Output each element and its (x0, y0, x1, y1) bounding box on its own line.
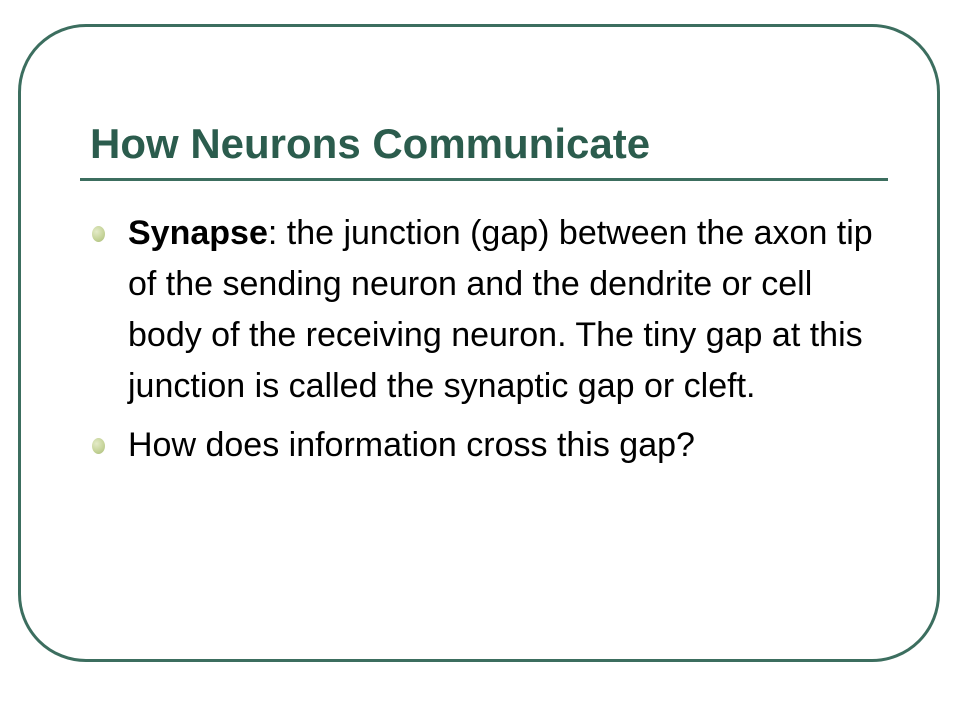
bullet-term: Synapse (128, 214, 268, 252)
bullet-text: : the junction (gap) between the axon ti… (128, 214, 873, 405)
bullet-list: Synapse: the junction (gap) between the … (90, 208, 880, 479)
bullet-dot-icon (92, 226, 105, 242)
slide-title: How Neurons Communicate (90, 120, 651, 167)
title-underline (80, 178, 888, 181)
bullet-dot-icon (92, 438, 105, 454)
bullet-item-synapse: Synapse: the junction (gap) between the … (90, 208, 880, 412)
slide-frame (18, 24, 940, 662)
bullet-text: How does information cross this gap? (128, 426, 695, 464)
bullet-item-question: How does information cross this gap? (90, 420, 880, 471)
